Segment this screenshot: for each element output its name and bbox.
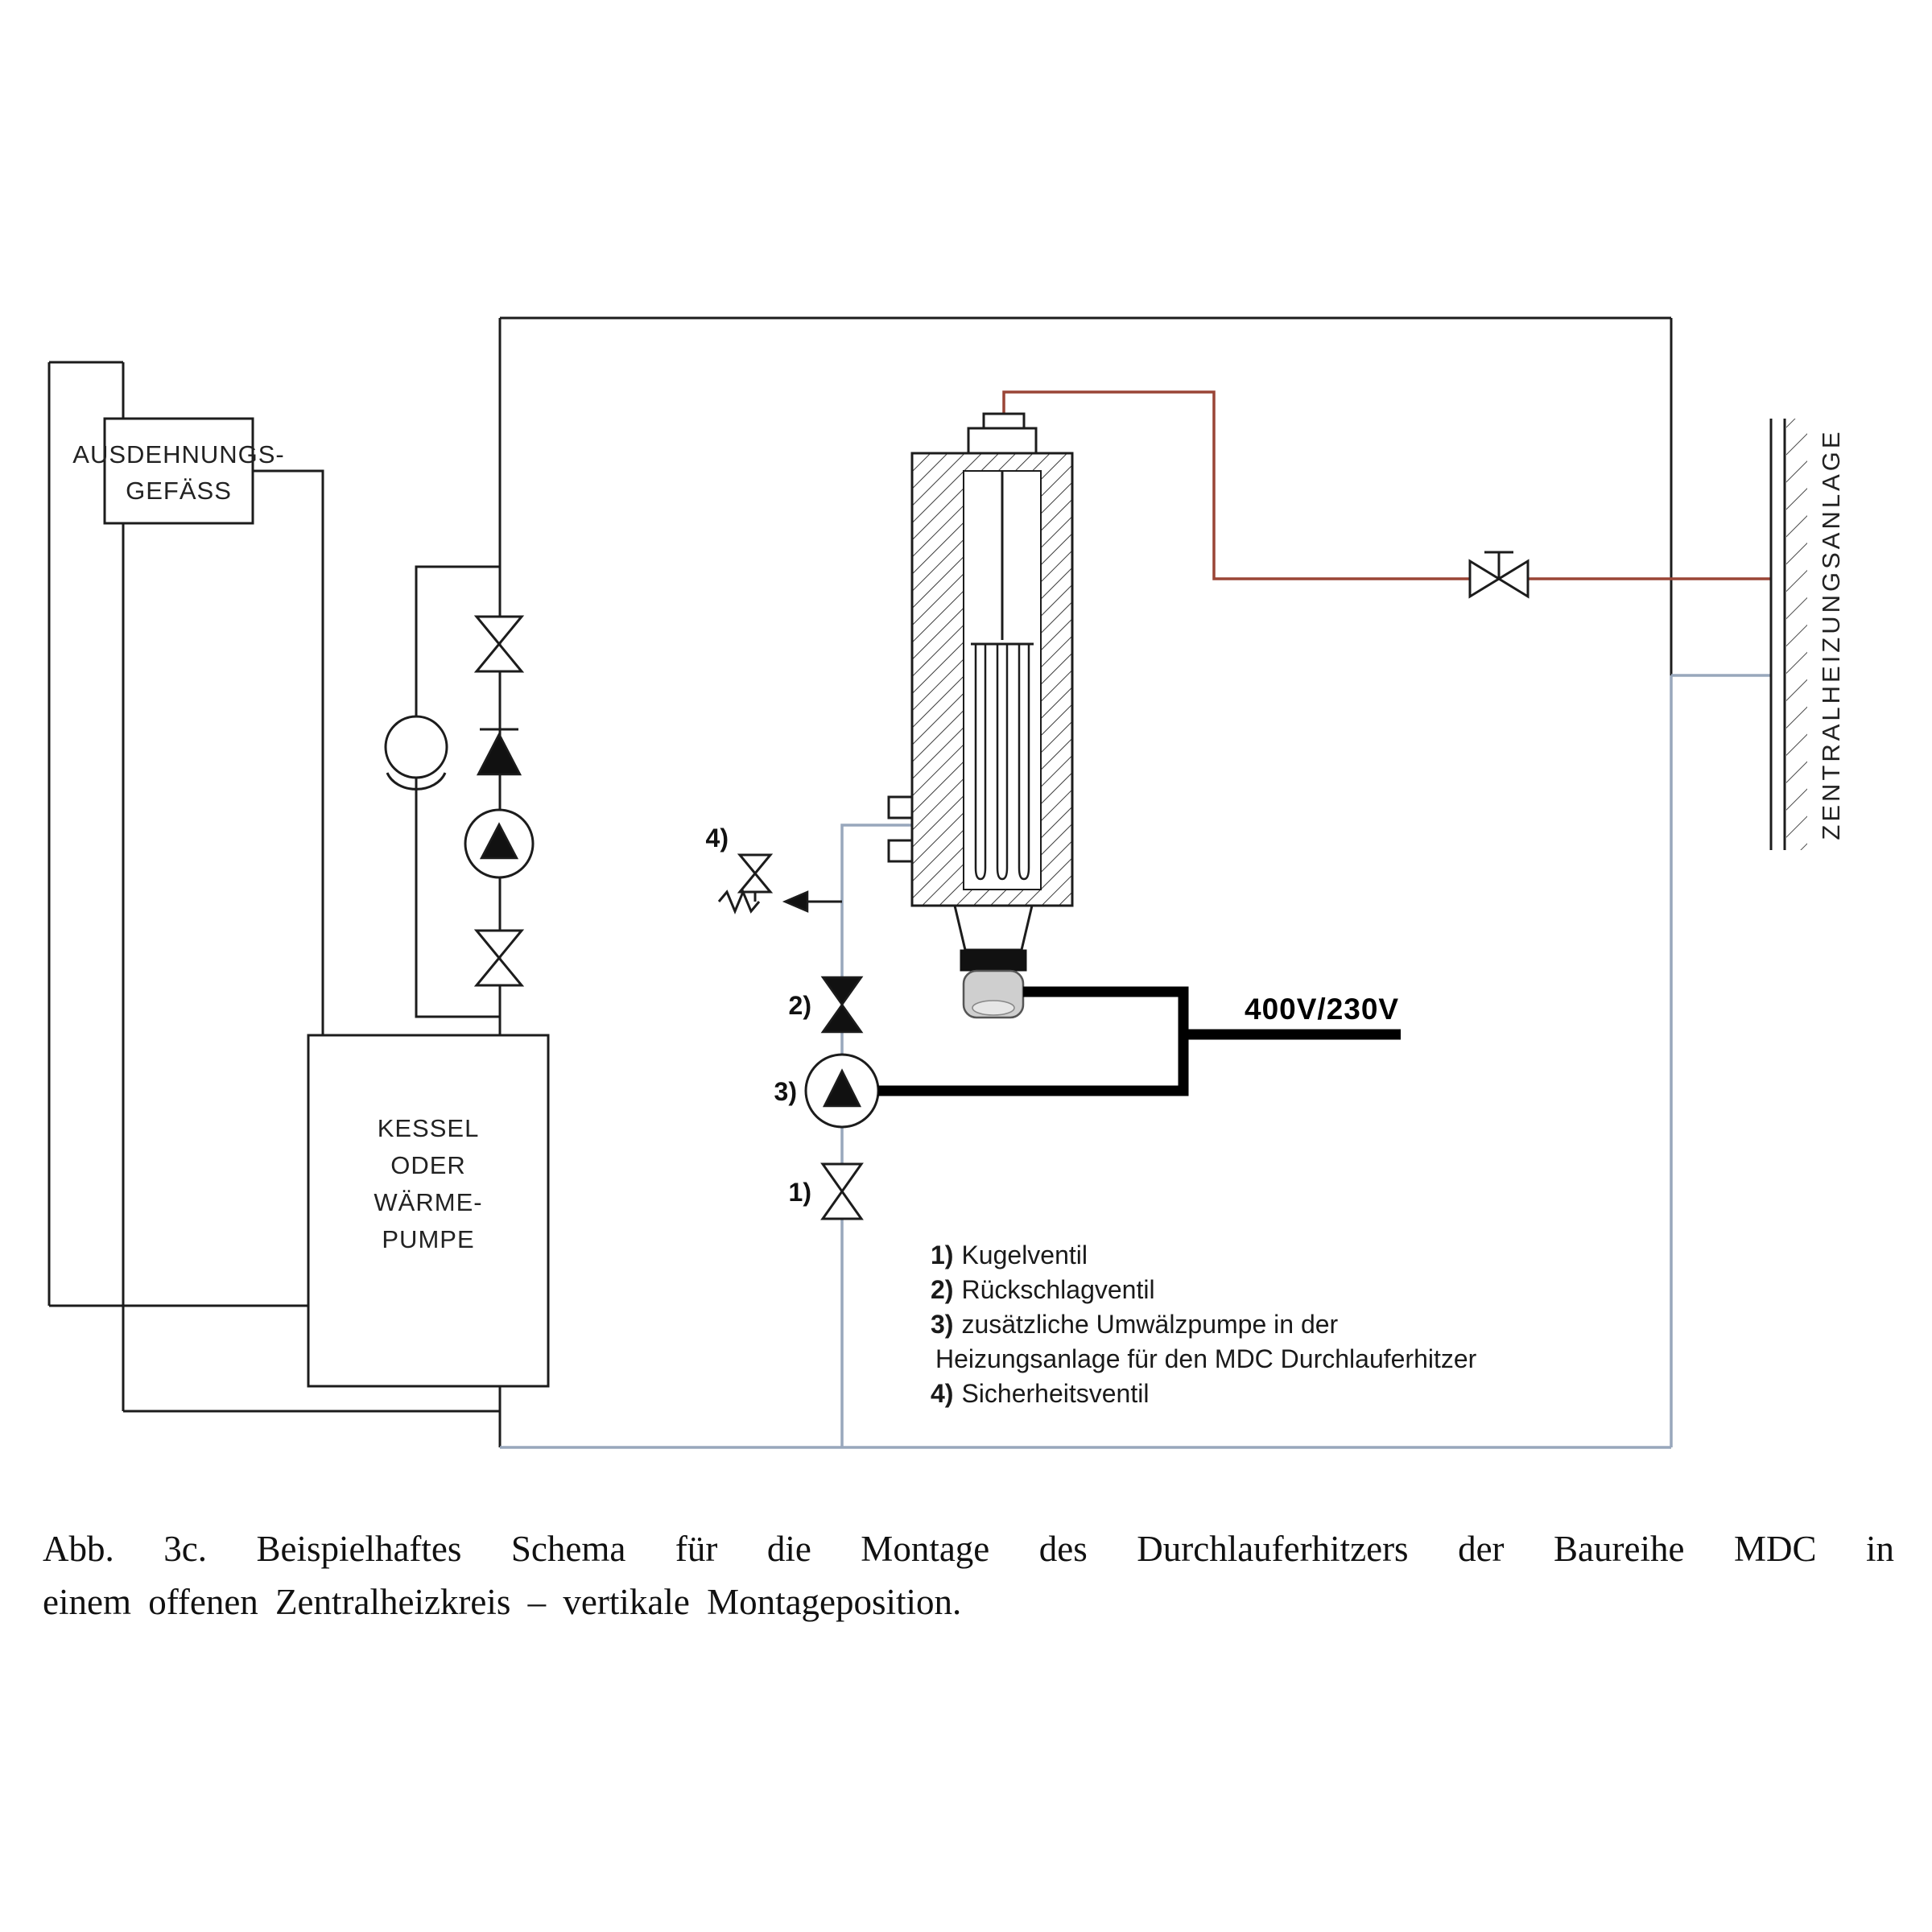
boiler: KESSEL ODER WÄRME- PUMPE [307, 1034, 550, 1388]
legend-item: 4)Sicherheitsventil [931, 1379, 1149, 1408]
heater-top-cap [967, 427, 1038, 455]
heater-inlet-fitting [887, 795, 914, 863]
safety-valve-4 [717, 853, 842, 914]
boiler-pipe-assembly [384, 615, 535, 987]
wall-hatch [1786, 419, 1807, 850]
callout-4: 4) [706, 824, 729, 852]
expansion-vessel-label-2: GEFÄSS [126, 477, 232, 505]
callout-1: 1) [789, 1178, 811, 1207]
boiler-label-3: WÄRME- [374, 1188, 482, 1216]
supply-line [1002, 390, 1771, 580]
shutoff-valve-top [473, 615, 525, 673]
main-circuit-lines [47, 316, 1673, 1447]
central-heating-wall: ZENTRALHEIZUNGSANLAGE [1769, 419, 1845, 850]
caption-line-1: Abb. 3c. Beispielhaftes Schema für die M… [43, 1529, 1894, 1569]
voltage-label: 400V/230V [1245, 993, 1399, 1026]
terminal-housing-base [972, 1000, 1015, 1016]
legend-item: 3)zusätzliche Umwälzpumpe in der [931, 1310, 1339, 1339]
shutoff-valve-bottom [473, 929, 525, 987]
callout-3: 3) [774, 1077, 797, 1106]
circulation-pump-3 [804, 1053, 880, 1129]
supply-shutoff-valve [1468, 551, 1530, 599]
ball-valve-1 [820, 1162, 864, 1220]
legend-item: Heizungsanlage für den MDC Durchlauferhi… [935, 1344, 1477, 1373]
electrical-cable: 400V/230V [878, 986, 1401, 1096]
expansion-vessel: AUSDEHNUNGS- GEFÄSS [72, 417, 284, 525]
figure-caption: Abb. 3c. Beispielhaftes Schema für die M… [43, 1528, 1894, 1623]
return-line [500, 674, 1771, 1449]
expansion-vessel-box [103, 417, 254, 525]
inlet-pipe-assembly: 2) 3) 1) 4) [706, 824, 880, 1220]
central-heating-label: ZENTRALHEIZUNGSANLAGE [1817, 428, 1845, 840]
caption-line-2: einem offenen Zentralheizkreis – vertika… [43, 1582, 962, 1622]
pressure-gauge [384, 715, 448, 791]
legend-item: 1)Kugelventil [931, 1241, 1088, 1269]
callout-2: 2) [789, 991, 811, 1020]
boiler-label-4: PUMPE [382, 1225, 474, 1253]
heater-top-nub [982, 412, 1026, 430]
expansion-vessel-label-1: AUSDEHNUNGS- [72, 440, 284, 469]
flow-heater [887, 412, 1074, 1019]
boiler-box [307, 1034, 550, 1388]
boiler-label-1: KESSEL [378, 1114, 480, 1142]
check-valve-boiler [476, 728, 522, 776]
legend-item: 2)Rückschlagventil [931, 1275, 1155, 1304]
boiler-label-2: ODER [390, 1151, 466, 1179]
heating-element-rods [971, 642, 1034, 881]
boiler-pump [464, 808, 535, 879]
heater-cone [953, 904, 1034, 952]
check-valve-2 [820, 976, 864, 1034]
legend: 1)Kugelventil 2)Rückschlagventil 3)zusät… [931, 1241, 1477, 1408]
heater-dark-band [960, 949, 1027, 972]
